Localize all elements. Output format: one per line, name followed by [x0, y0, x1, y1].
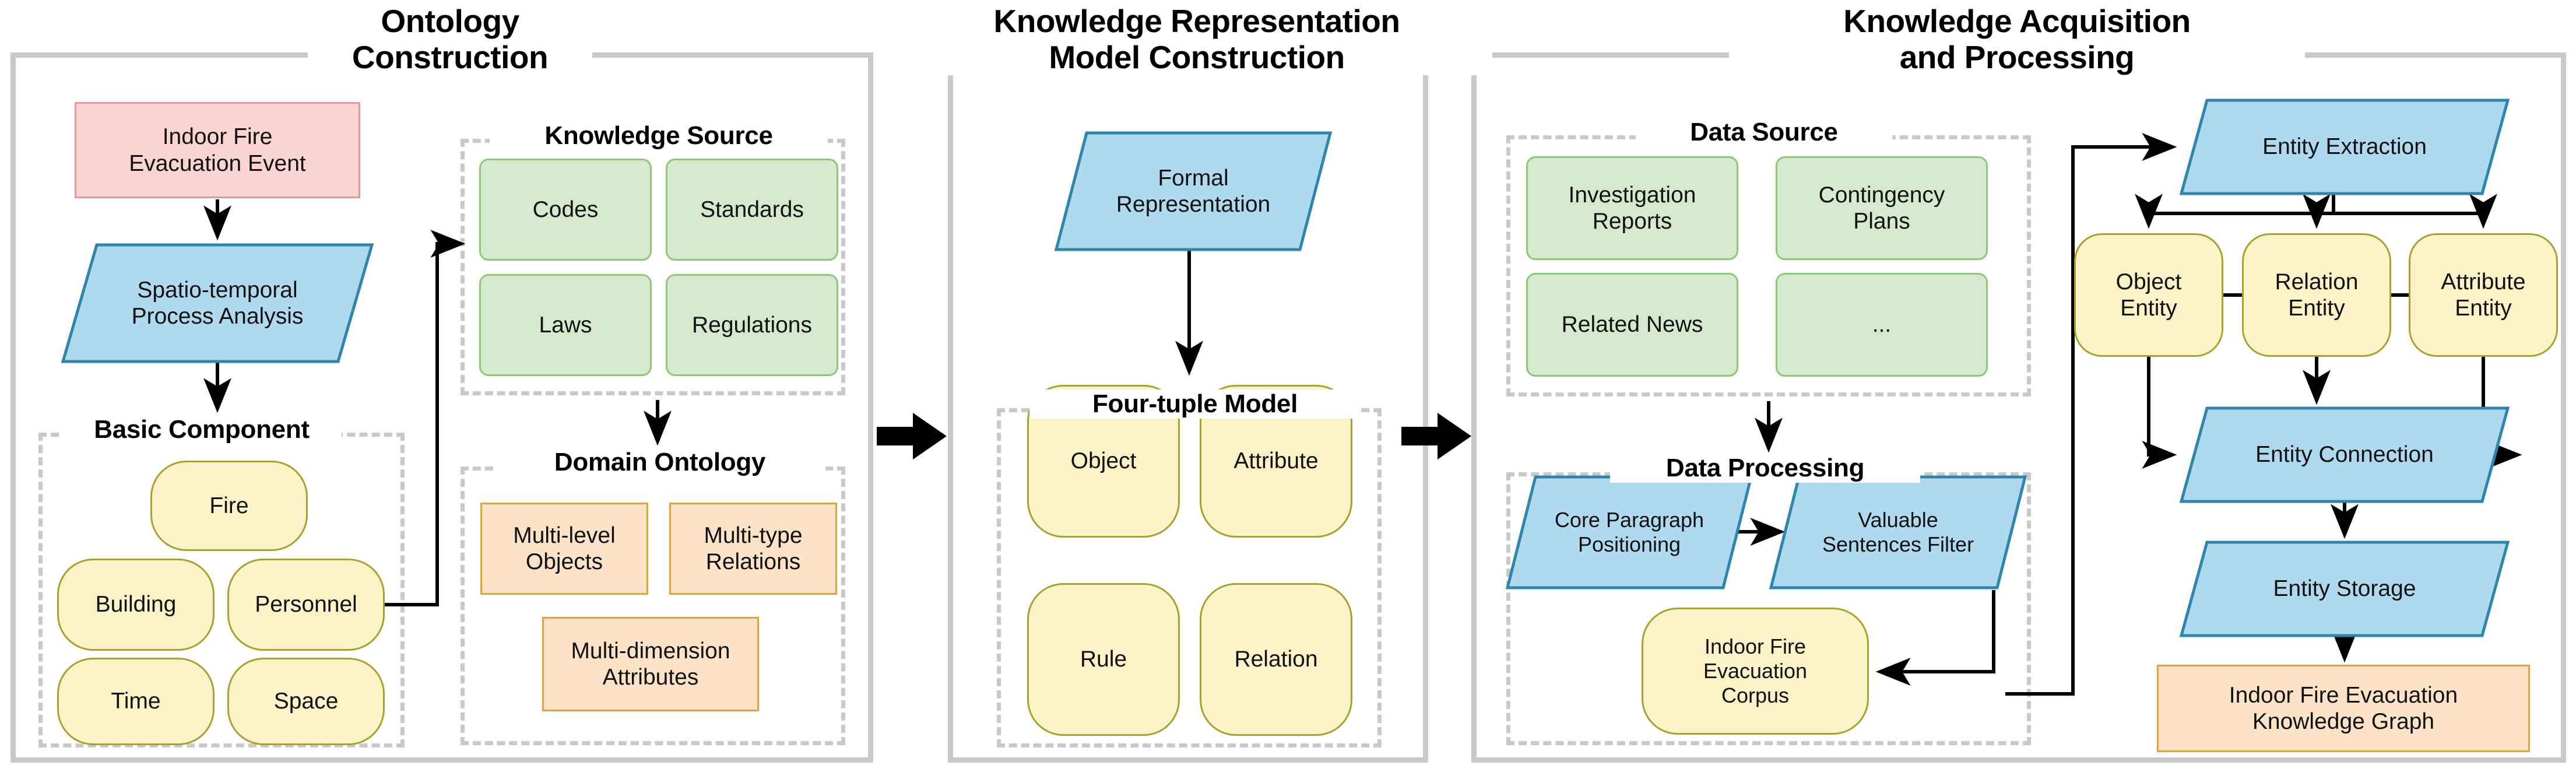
node-codes: Codes [479, 159, 652, 261]
node-multi-dimension-attributes: Multi-dimension Attributes [542, 617, 759, 711]
node-core-paragraph-positioning: Core Paragraph Positioning [1505, 475, 1753, 589]
node-indoor-fire-evacuation-corpus: Indoor Fire Evacuation Corpus [1642, 608, 1869, 735]
node-data-source-ellipsis: ... [1776, 273, 1988, 377]
node-indoor-fire-evacuation-knowledge-graph: Indoor Fire Evacuation Knowledge Graph [2157, 665, 2530, 752]
node-attribute-entity: Attribute Entity [2409, 233, 2558, 357]
node-contingency-plans: Contingency Plans [1776, 156, 1988, 260]
node-personnel: Personnel [227, 559, 385, 651]
node-entity-extraction: Entity Extraction [2179, 99, 2510, 195]
panel-title-knowledge-acquisition: Knowledge Acquisition and Processing [1729, 3, 2305, 76]
node-indoor-fire-evacuation-event: Indoor Fire Evacuation Event [75, 102, 360, 198]
panel-title-knowledge-representation: Knowledge Representation Model Construct… [901, 3, 1492, 76]
node-fire: Fire [150, 461, 308, 551]
arrow-panel1-to-panel2 [877, 413, 947, 459]
node-object-entity: Object Entity [2074, 233, 2223, 357]
node-relation: Relation [1200, 583, 1352, 736]
node-valuable-sentences-filter: Valuable Sentences Filter [1769, 475, 2027, 589]
node-multi-type-relations: Multi-type Relations [669, 503, 837, 595]
node-time: Time [57, 658, 215, 745]
node-rule: Rule [1027, 583, 1180, 736]
node-multi-level-objects: Multi-level Objects [480, 503, 648, 595]
group-title-basic-component: Basic Component [62, 415, 342, 444]
group-title-knowledge-source: Knowledge Source [490, 121, 828, 150]
node-related-news: Related News [1526, 273, 1738, 377]
group-title-four-tuple-model: Four-tuple Model [1029, 389, 1361, 419]
node-laws: Laws [479, 274, 652, 376]
node-investigation-reports: Investigation Reports [1526, 156, 1738, 260]
node-regulations: Regulations [666, 274, 838, 376]
panel-title-ontology-construction: Ontology Construction [308, 3, 592, 76]
node-entity-connection: Entity Connection [2179, 406, 2510, 503]
node-building: Building [57, 559, 215, 651]
group-title-domain-ontology: Domain Ontology [494, 448, 825, 477]
node-formal-representation: Formal Representation [1054, 131, 1333, 251]
node-spatio-temporal-process-analysis: Spatio-temporal Process Analysis [61, 243, 374, 363]
node-relation-entity: Relation Entity [2242, 233, 2391, 357]
group-title-data-source: Data Source [1636, 118, 1892, 147]
node-space: Space [227, 658, 385, 745]
arrow-panel2-to-panel3 [1401, 413, 1471, 459]
node-entity-storage: Entity Storage [2179, 541, 2510, 637]
group-title-data-processing: Data Processing [1610, 454, 1920, 483]
node-standards: Standards [666, 159, 838, 261]
